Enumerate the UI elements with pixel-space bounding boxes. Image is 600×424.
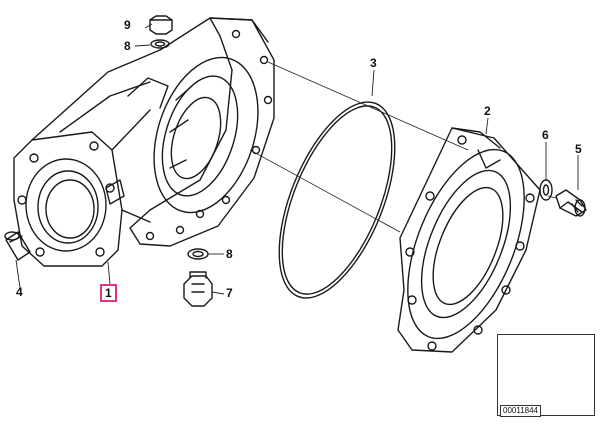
assembly-lines xyxy=(249,61,557,233)
callout-8-upper: 8 xyxy=(124,39,131,53)
final-drive-housing xyxy=(13,17,275,267)
sleeve xyxy=(4,231,31,261)
callout-1-highlighted[interactable]: 1 xyxy=(100,284,117,302)
thumbnail-code: 00011844 xyxy=(500,405,541,417)
callout-4: 4 xyxy=(16,285,23,299)
seal-ring-lower xyxy=(187,248,209,260)
hex-bolt xyxy=(555,189,587,217)
callout-7: 7 xyxy=(226,286,233,300)
filler-plug xyxy=(149,15,173,35)
callout-2: 2 xyxy=(484,104,491,118)
thumbnail-frame xyxy=(497,334,595,416)
leader-lines xyxy=(15,23,579,295)
drain-plug xyxy=(183,271,213,307)
seal-ring-upper xyxy=(150,39,170,49)
callout-5: 5 xyxy=(575,142,582,156)
callout-3: 3 xyxy=(370,56,377,70)
o-ring xyxy=(278,101,396,299)
callout-9: 9 xyxy=(124,18,131,32)
callout-6: 6 xyxy=(542,128,549,142)
cover-flange xyxy=(397,127,541,353)
callout-8-lower: 8 xyxy=(226,247,233,261)
washer xyxy=(539,179,553,201)
